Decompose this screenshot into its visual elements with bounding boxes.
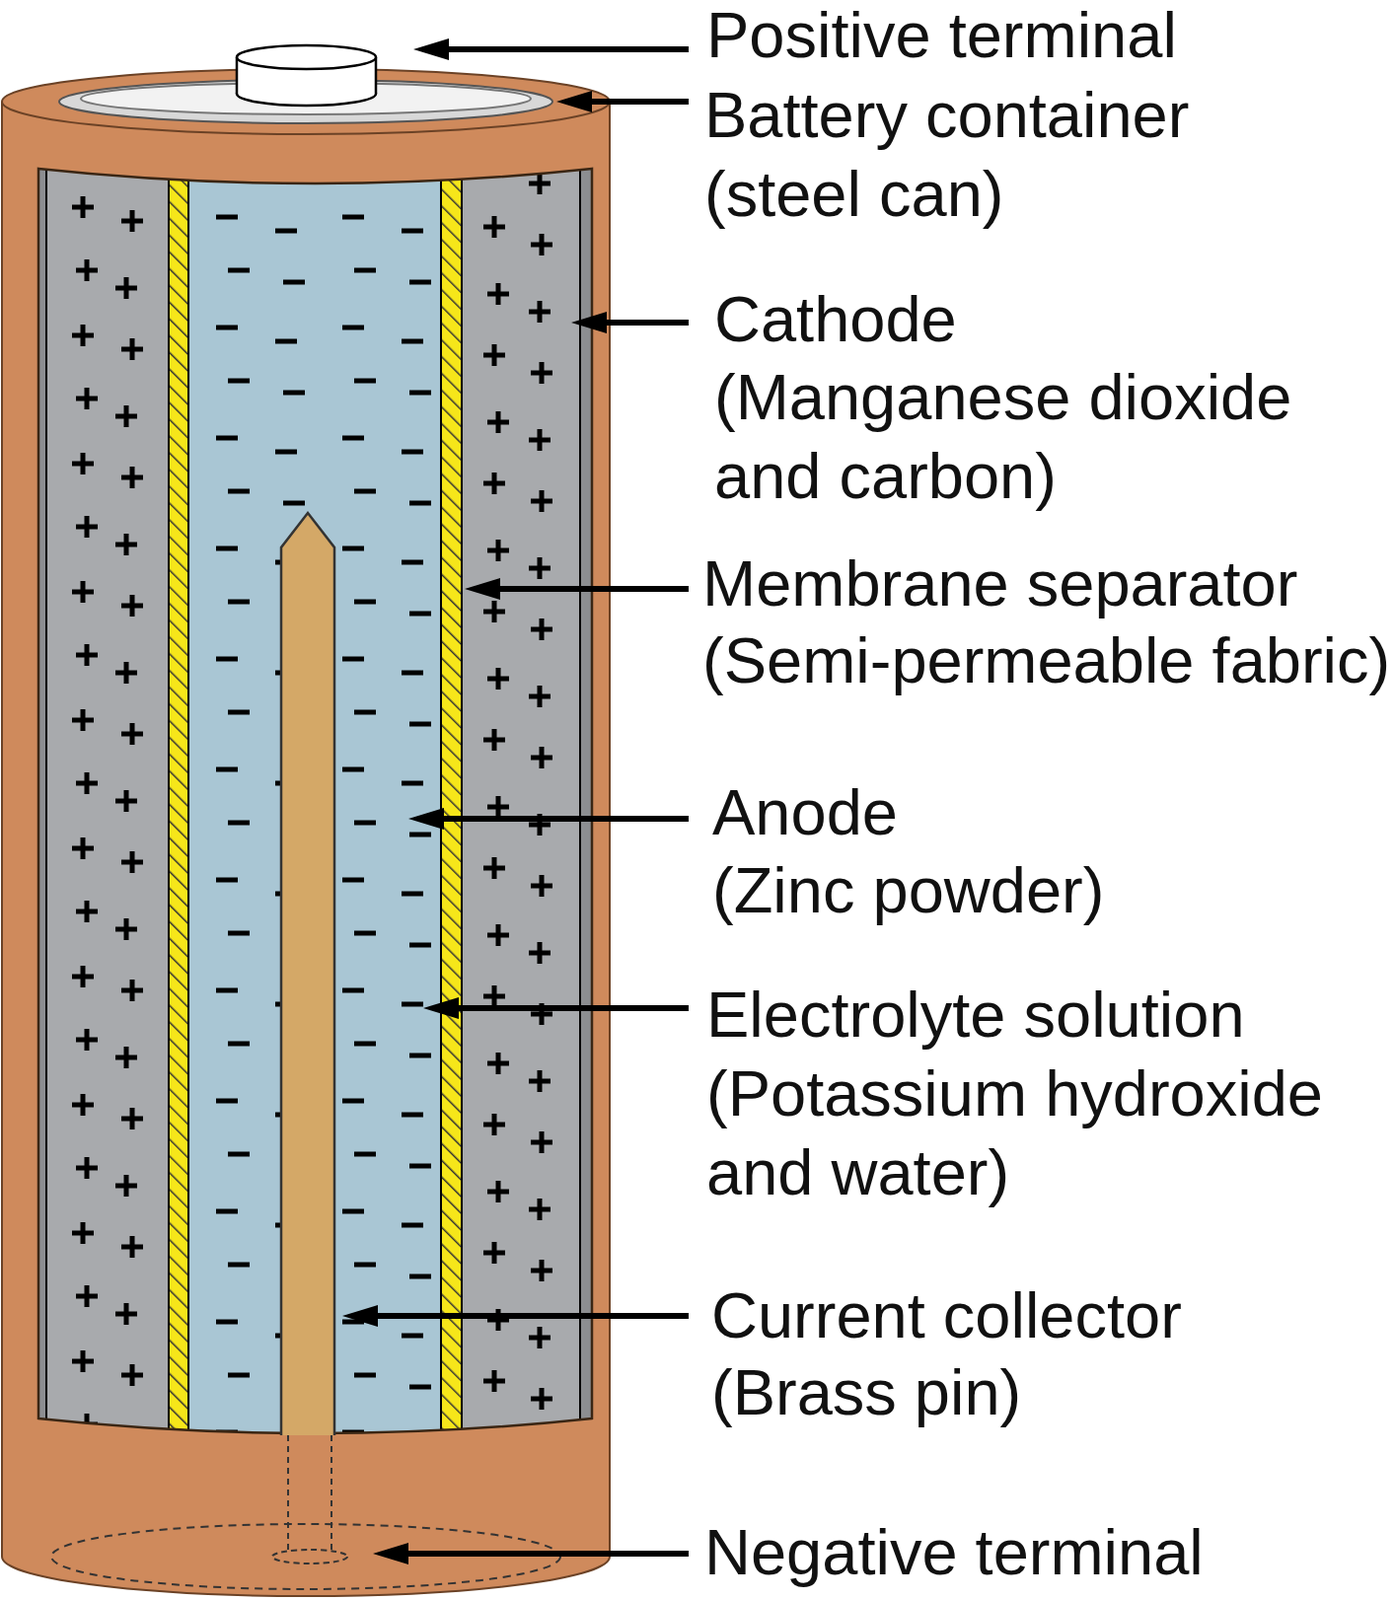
leader-line <box>585 98 689 105</box>
leader-line <box>599 319 689 326</box>
inner-wall <box>38 157 592 1461</box>
leader-line <box>493 586 689 592</box>
arrowhead <box>571 311 607 334</box>
positive-charges <box>461 157 581 1461</box>
cap-edge <box>374 57 378 94</box>
part-label: (Manganese dioxide and carbon) <box>714 358 1356 516</box>
can-body <box>1 101 610 1557</box>
arrowhead <box>342 1305 378 1327</box>
separator-right <box>440 157 462 1461</box>
cap-edge <box>235 57 239 94</box>
wall-line <box>579 157 582 1461</box>
part-label: Electrolyte solution <box>706 975 1246 1055</box>
arrowhead <box>423 997 459 1020</box>
part-label: (Brass pin) <box>711 1353 1022 1433</box>
separator-left <box>168 157 189 1461</box>
positive-charges <box>46 157 169 1461</box>
leader-line <box>437 815 689 822</box>
arrowhead <box>372 1542 409 1565</box>
brass-pin <box>281 513 335 1436</box>
cutaway <box>38 157 592 1461</box>
positive-cap-top <box>236 45 376 70</box>
part-label: Cathode <box>714 280 957 360</box>
part-label: Negative terminal <box>704 1513 1204 1593</box>
electrolyte <box>188 157 441 1461</box>
leader-line <box>401 1550 689 1557</box>
part-label: (Zinc powder) <box>712 851 1104 931</box>
arrowhead <box>556 90 592 113</box>
can-edge <box>0 101 3 1557</box>
cathode-left <box>46 157 169 1461</box>
arrowhead <box>408 807 444 830</box>
wall-line <box>45 157 48 1461</box>
negative-contact <box>272 1549 348 1564</box>
part-label: (Semi-permeable fabric) <box>702 621 1391 701</box>
hidden-pin <box>288 1435 332 1551</box>
cathode-right <box>461 157 581 1461</box>
part-label: Current collector <box>711 1276 1182 1356</box>
part-label: Anode <box>712 773 898 853</box>
leader-line <box>441 46 689 53</box>
part-label: (Potassium hydroxide and water) <box>706 1054 1388 1213</box>
arrowhead <box>413 38 449 61</box>
part-label: Battery container <box>704 75 1189 155</box>
leader-line <box>451 1005 689 1012</box>
part-label: Membrane separator <box>702 544 1298 624</box>
arrowhead <box>464 578 501 600</box>
part-label: Positive terminal <box>706 0 1177 75</box>
negative-charges <box>188 157 441 1461</box>
leader-line <box>370 1313 689 1320</box>
part-label: (steel can) <box>704 154 1004 234</box>
leader-lines <box>342 38 689 1565</box>
